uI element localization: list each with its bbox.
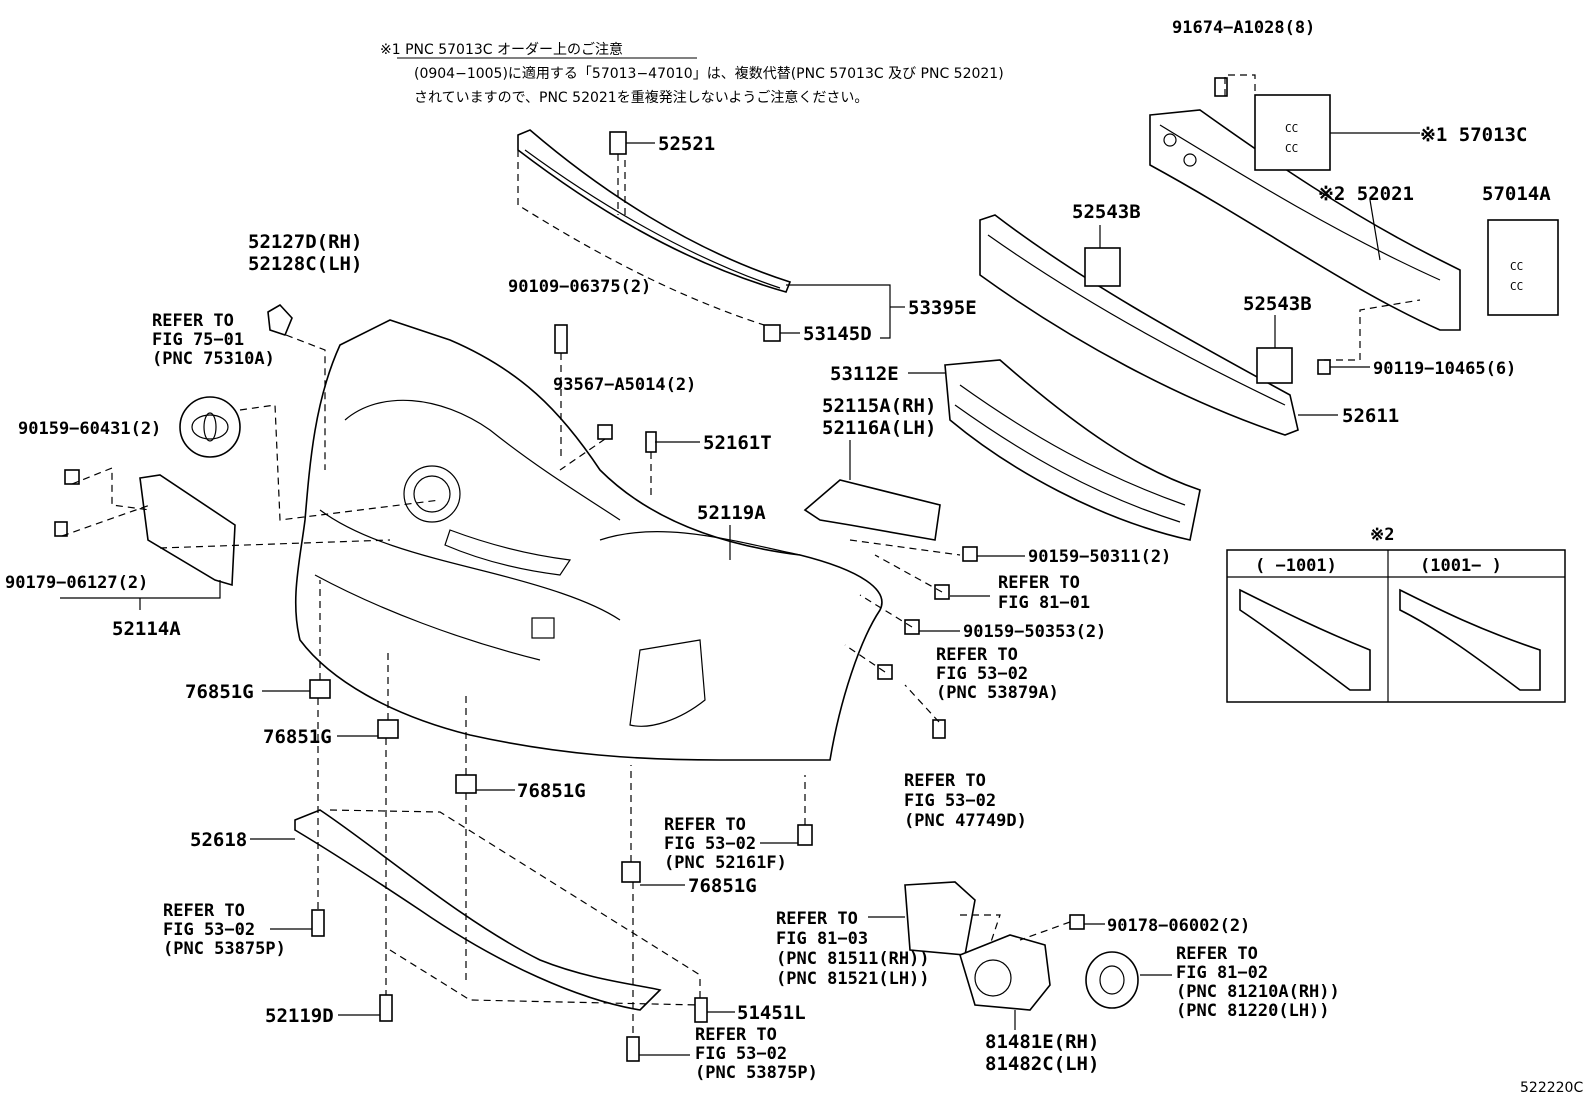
spacer-52543b-1 xyxy=(1084,247,1121,287)
ref-81-02-line-1: REFER TO xyxy=(1176,944,1258,964)
cap-part xyxy=(267,303,293,336)
ref-53875-bottom-line-2: FIG 53−02 xyxy=(695,1044,787,1064)
label-52128c: 52128C(LH) xyxy=(248,253,362,275)
svg-text:CC: CC xyxy=(1285,142,1298,155)
ref-75-line-3: (PNC 75310A) xyxy=(152,349,275,369)
label-52618: 52618 xyxy=(190,829,247,851)
side-bracket-part xyxy=(803,479,941,541)
fog-cover-part xyxy=(904,881,976,956)
note-line-1: ※1 PNC 57013C オーダー上のご注意 xyxy=(380,41,623,58)
reference-labels: REFER TO FIG 75−01 (PNC 75310A) REFER TO… xyxy=(152,311,1340,1083)
label-57014a: 57014A xyxy=(1482,183,1551,205)
label-52021: ※2 52021 xyxy=(1318,183,1414,205)
upper-molding-part xyxy=(517,129,792,331)
bumper-cover-part xyxy=(294,319,883,761)
ref-81-03-line-4: (PNC 81521(LH)) xyxy=(776,969,930,989)
ref-53875-bottom-line-3: (PNC 53875P) xyxy=(695,1063,818,1083)
label-90159-50353: 90159−50353(2) xyxy=(963,622,1106,642)
label-52611: 52611 xyxy=(1342,405,1399,427)
ref-81-02-line-2: FIG 81−02 xyxy=(1176,963,1268,983)
ref-53879-line-3: (PNC 53879A) xyxy=(936,683,1059,703)
label-90159-60431: 90159−60431(2) xyxy=(18,419,161,439)
label-76851g-1: 76851G xyxy=(185,681,254,703)
label-52114a: 52114A xyxy=(112,618,181,640)
ref-53875-left-line-2: FIG 53−02 xyxy=(163,920,255,940)
leader-lines xyxy=(60,132,1420,1056)
label-52119a: 52119A xyxy=(697,502,766,524)
label-90109: 90109−06375(2) xyxy=(508,277,651,297)
spacer-52543b-2 xyxy=(1256,347,1293,384)
fog-lamp-unit xyxy=(1085,951,1139,1009)
svg-text:CC: CC xyxy=(1510,260,1523,273)
ref-81-01-line-2: FIG 81−01 xyxy=(998,593,1090,613)
ref-53875-bottom-line-1: REFER TO xyxy=(695,1025,777,1045)
label-93567: 93567−A5014(2) xyxy=(553,375,696,395)
ref-81-03-line-3: (PNC 81511(RH)) xyxy=(776,949,930,969)
label-90119: 90119−10465(6) xyxy=(1373,359,1516,379)
ref-81-02-line-4: (PNC 81220(LH)) xyxy=(1176,1001,1330,1021)
order-note: ※1 PNC 57013C オーダー上のご注意 (0904−1005)に適用する… xyxy=(380,41,1004,106)
label-91674: 91674−A1028(8) xyxy=(1172,18,1315,38)
svg-text:CC: CC xyxy=(1510,280,1523,293)
ref-53875-left-line-3: (PNC 53875P) xyxy=(163,939,286,959)
license-bracket-part xyxy=(139,474,236,587)
ref-53879-line-1: REFER TO xyxy=(936,645,1018,665)
label-57013c: ※1 57013C xyxy=(1420,124,1527,146)
note-line-3: されていますので、PNC 52021を重複発注しないようご注意ください。 xyxy=(414,89,868,106)
lower-grille-part xyxy=(944,359,1201,541)
label-52127d: 52127D(RH) xyxy=(248,231,362,253)
inset-left-range: ( −1001) xyxy=(1255,556,1337,576)
label-81481e: 81481E(RH) xyxy=(985,1031,1099,1053)
label-52543b-1: 52543B xyxy=(1072,201,1141,223)
ref-52161f-line-2: FIG 53−02 xyxy=(664,834,756,854)
label-52521: 52521 xyxy=(658,133,715,155)
ref-75-line-2: FIG 75−01 xyxy=(152,330,244,350)
ref-52161f-line-1: REFER TO xyxy=(664,815,746,835)
alignment-lines xyxy=(61,74,1421,1037)
under-cover-part xyxy=(294,809,701,1011)
inset-mark: ※2 xyxy=(1370,525,1394,545)
label-90179: 90179−06127(2) xyxy=(5,573,148,593)
svg-text:CC: CC xyxy=(1285,122,1298,135)
emblem-part xyxy=(179,396,241,458)
label-52161t: 52161T xyxy=(703,432,772,454)
ref-47749-line-3: (PNC 47749D) xyxy=(904,811,1027,831)
reinforcement-part: CC CC xyxy=(1149,94,1461,331)
ref-52161f-line-3: (PNC 52161F) xyxy=(664,853,787,873)
label-53395e: 53395E xyxy=(908,297,977,319)
label-52543b-2: 52543B xyxy=(1243,293,1312,315)
note-line-2: (0904−1005)に適用する「57013−47010」は、複数代替(PNC … xyxy=(414,65,1004,82)
ref-53879-line-2: FIG 53−02 xyxy=(936,664,1028,684)
ref-81-03-line-1: REFER TO xyxy=(776,909,858,929)
ref-75-line-1: REFER TO xyxy=(152,311,234,331)
figure-code: 522220C xyxy=(1520,1080,1583,1096)
ref-81-03-line-2: FIG 81−03 xyxy=(776,929,868,949)
absorber-part xyxy=(979,214,1299,436)
label-53145d: 53145D xyxy=(803,323,872,345)
label-81482c: 81482C(LH) xyxy=(985,1053,1099,1075)
ref-81-02-line-3: (PNC 81210A(RH)) xyxy=(1176,982,1340,1002)
label-76851g-4: 76851G xyxy=(688,875,757,897)
fog-lamp-housing xyxy=(959,934,1051,1011)
label-90159-50311: 90159−50311(2) xyxy=(1028,547,1171,567)
label-52119d: 52119D xyxy=(265,1005,334,1027)
label-51451l: 51451L xyxy=(737,1002,806,1024)
label-76851g-2: 76851G xyxy=(263,726,332,748)
ref-47749-line-1: REFER TO xyxy=(904,771,986,791)
part-labels: 91674−A1028(8) ※1 57013C ※2 52021 57014A… xyxy=(5,18,1551,1075)
inset-right-range: (1001− ) xyxy=(1420,556,1502,576)
ref-47749-line-2: FIG 53−02 xyxy=(904,791,996,811)
inset-detail: ※2 ( −1001) (1001− ) xyxy=(1226,525,1566,703)
label-53112e: 53112E xyxy=(830,363,899,385)
label-76851g-3: 76851G xyxy=(517,780,586,802)
label-52115a: 52115A(RH) xyxy=(822,395,936,417)
label-52116a: 52116A(LH) xyxy=(822,417,936,439)
label-90178: 90178−06002(2) xyxy=(1107,916,1250,936)
ref-53875-left-line-1: REFER TO xyxy=(163,901,245,921)
ref-81-01-line-1: REFER TO xyxy=(998,573,1080,593)
bracket-57014a-part: CC CC xyxy=(1487,219,1559,316)
fasteners xyxy=(54,77,1331,1062)
